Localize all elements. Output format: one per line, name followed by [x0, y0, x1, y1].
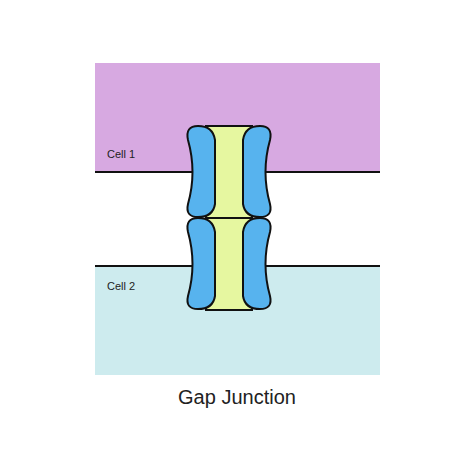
caption: Gap Junction: [0, 386, 474, 409]
connexon: [187, 218, 270, 310]
connexon: [187, 126, 270, 218]
cell-2-region: Cell 2: [95, 266, 380, 375]
cell-label: Cell 2: [107, 280, 135, 292]
cell-label: Cell 1: [107, 148, 135, 160]
cell-1-region: Cell 1: [95, 63, 380, 172]
